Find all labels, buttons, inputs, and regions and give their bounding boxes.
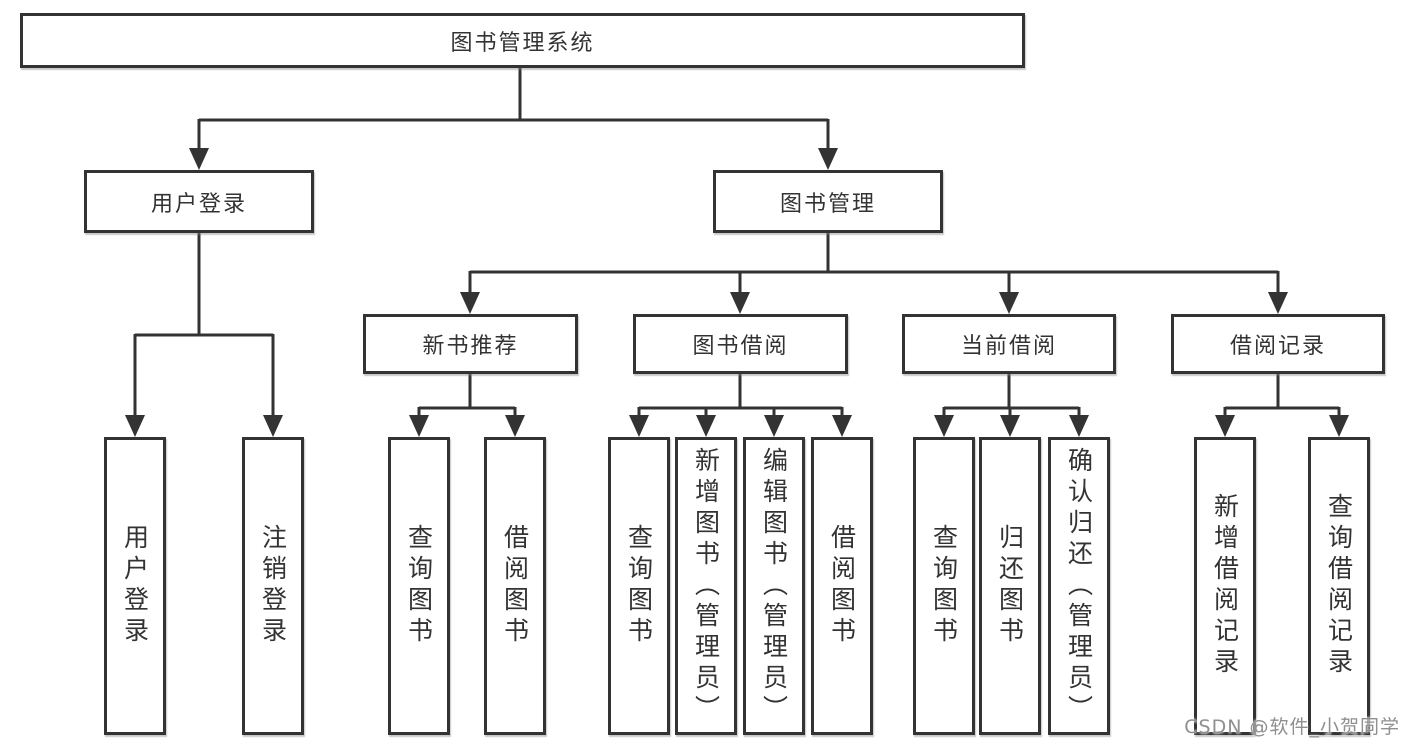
leaf-borrow-edit-books-admin: 编辑图书（管理员） [743, 437, 805, 735]
leaf-records-query-borrow-record: 查询借阅记录 [1308, 437, 1370, 735]
leaf-borrow-query-books: 查询图书 [608, 437, 670, 735]
node-root: 图书管理系统 [20, 13, 1025, 68]
node-new-book-recommend: 新书推荐 [363, 314, 578, 374]
node-current-borrow: 当前借阅 [902, 314, 1116, 374]
leaf-records-add-borrow-record: 新增借阅记录 [1194, 437, 1256, 735]
leaf-newbook-query-books: 查询图书 [388, 437, 450, 735]
node-book-management: 图书管理 [713, 170, 943, 233]
book-borrow-branch-connector [629, 374, 852, 437]
leaf-newbook-borrow-books: 借阅图书 [484, 437, 546, 735]
book-management-branch-connector [460, 233, 1288, 314]
leaf-current-confirm-return-admin: 确认归还（管理员） [1048, 437, 1110, 735]
leaf-current-query-books: 查询图书 [913, 437, 975, 735]
leaf-borrow-add-books-admin: 新增图书（管理员） [675, 437, 737, 735]
current-borrow-branch-connector [934, 374, 1089, 437]
leaf-logout-login: 注销登录 [242, 437, 304, 735]
leaf-current-return-books: 归还图书 [979, 437, 1041, 735]
root-branch-connector [189, 68, 838, 170]
node-book-borrow: 图书借阅 [633, 314, 848, 374]
borrow-records-branch-connector [1215, 374, 1349, 437]
watermark-text: CSDN @软件_小贺同学 [1184, 716, 1400, 738]
user-login-branch-connector [125, 233, 283, 437]
leaf-user-login: 用户登录 [104, 437, 166, 735]
leaf-borrow-borrow-books: 借阅图书 [811, 437, 873, 735]
node-borrow-records: 借阅记录 [1171, 314, 1385, 374]
new-book-branch-connector [409, 374, 525, 437]
node-user-login: 用户登录 [84, 170, 314, 233]
